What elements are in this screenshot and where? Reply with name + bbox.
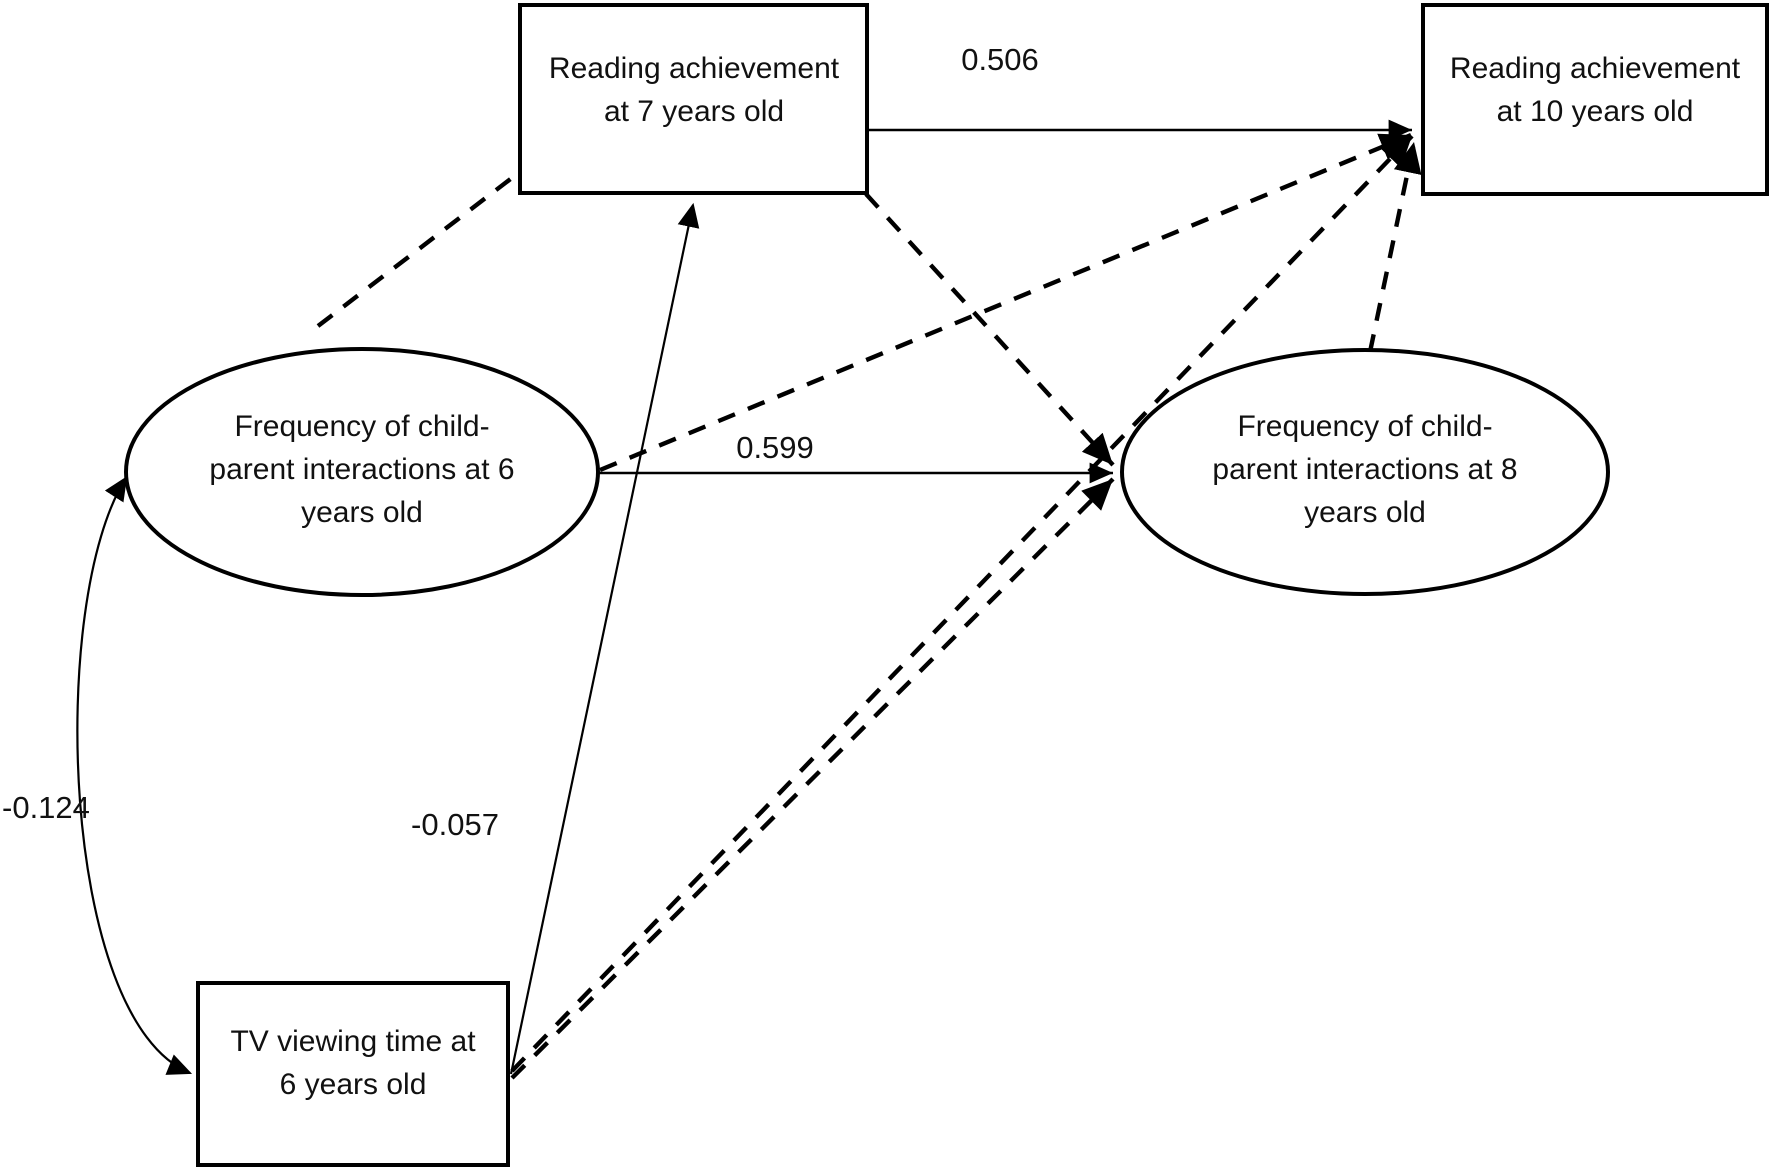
- node-interactions6-ellipse[interactable]: [124, 347, 600, 597]
- edge-interactions6-to-reading7: [316, 169, 523, 328]
- edge-label-minus0057: -0.057: [411, 807, 499, 842]
- node-interactions8-label-line3: years old: [1304, 496, 1426, 529]
- node-interactions6-label-line1: Frequency of child-: [234, 410, 489, 443]
- node-child-parent-interactions-8[interactable]: Frequency of child- parent interactions …: [1120, 348, 1610, 596]
- edge-tvviewing6-to-reading10: [510, 134, 1414, 1073]
- node-interactions6-label-line2: parent interactions at 6: [209, 453, 514, 486]
- edge-tvviewing6-to-interactions8: [510, 477, 1115, 1080]
- edge-tvviewing6-to-reading7: [509, 202, 700, 1075]
- edge-interactions8-to-reading10: [1367, 141, 1422, 353]
- node-reading7-label-line2: at 7 years old: [604, 95, 784, 128]
- edge-label-minus0124: -0.124: [2, 790, 90, 825]
- node-interactions8-ellipse[interactable]: [1120, 348, 1610, 596]
- node-interactions6-label-line3: years old: [301, 496, 423, 529]
- node-tvviewing6-label-line2: 6 years old: [280, 1068, 427, 1101]
- node-reading7-label-line1: Reading achievement: [549, 52, 840, 85]
- node-tvviewing6-label-line1: TV viewing time at: [230, 1025, 476, 1058]
- node-reading10-box[interactable]: [1421, 3, 1769, 196]
- node-interactions8-label-line1: Frequency of child-: [1237, 410, 1492, 443]
- node-reading7-box[interactable]: [518, 3, 869, 195]
- edge-reading7-to-interactions8: [864, 192, 1115, 467]
- node-reading10-label-line1: Reading achievement: [1450, 52, 1741, 85]
- edge-label-0506: 0.506: [961, 42, 1039, 77]
- node-tvviewing6-box[interactable]: [196, 981, 510, 1167]
- node-reading-achievement-7[interactable]: Reading achievement at 7 years old: [518, 3, 869, 195]
- node-interactions8-label-line2: parent interactions at 8: [1212, 453, 1517, 486]
- node-tv-viewing-time-6[interactable]: TV viewing time at 6 years old: [196, 981, 510, 1167]
- edge-label-0599: 0.599: [736, 430, 814, 465]
- node-child-parent-interactions-6[interactable]: Frequency of child- parent interactions …: [124, 347, 600, 597]
- node-reading-achievement-10[interactable]: Reading achievement at 10 years old: [1421, 3, 1769, 196]
- node-reading10-label-line2: at 10 years old: [1497, 95, 1694, 128]
- edge-tvviewing6-to-interactions6-covariance: [76, 476, 193, 1075]
